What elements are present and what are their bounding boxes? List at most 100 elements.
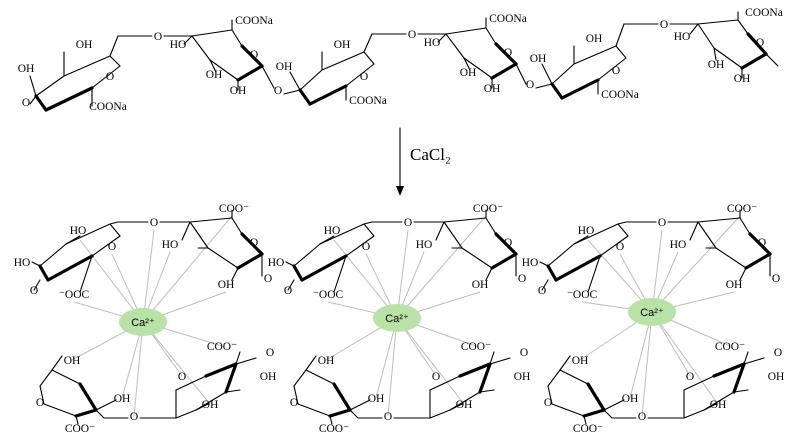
carboxylate-label: COO⁻ xyxy=(219,203,249,215)
ring-bond xyxy=(697,19,739,25)
ring-bond-front xyxy=(546,264,558,282)
glycosidic-oxygen: O xyxy=(658,217,666,229)
carboxylate-sodium-label: COONa xyxy=(745,7,783,19)
coordination-bond xyxy=(142,321,211,405)
ring-bond-front xyxy=(490,62,518,80)
ring-bond-front xyxy=(204,362,238,378)
carboxylate-label: ⁻OOC xyxy=(59,289,90,301)
ring-oxygen: O xyxy=(504,237,512,249)
reagent-label: CaCl₂ xyxy=(410,145,451,164)
hydroxyl-label: OH xyxy=(64,355,81,367)
glycosidic-oxygen: O xyxy=(772,273,780,285)
bond xyxy=(739,267,747,281)
bond xyxy=(109,221,119,225)
glycosidic-oxygen: O xyxy=(520,347,528,359)
carboxylate-label: COO⁻ xyxy=(573,423,603,435)
glycosidic-oxygen: O xyxy=(518,273,526,285)
ring-bond xyxy=(485,217,497,235)
ring-bond xyxy=(109,223,121,237)
carboxylate-sodium-label: COONa xyxy=(601,89,639,101)
ring-bond xyxy=(617,223,629,237)
ring-bond-front xyxy=(732,362,746,394)
ring-bond xyxy=(547,243,575,267)
carboxylate-sodium-label: COONa xyxy=(349,95,387,107)
ring-bond xyxy=(463,57,493,79)
ring-bond xyxy=(39,243,67,267)
ring-bond xyxy=(191,29,233,37)
ring-bond xyxy=(109,55,121,67)
ring-bond xyxy=(345,235,375,257)
bond xyxy=(689,221,699,241)
bond xyxy=(489,357,511,365)
bond xyxy=(363,221,373,225)
ring-oxygen: O xyxy=(178,371,186,383)
hydroxyl-label: OH xyxy=(622,393,639,405)
glycosidic-oxygen: O xyxy=(264,273,272,285)
bond xyxy=(463,57,471,71)
bond xyxy=(743,357,765,365)
ring-bond xyxy=(445,33,465,59)
ring-bond xyxy=(293,369,307,387)
hydroxyl-label: HO xyxy=(170,39,187,51)
ring-oxygen: O xyxy=(544,397,552,409)
bond xyxy=(587,255,601,293)
coordination-bond xyxy=(142,229,155,323)
hydroxyl-label: OH xyxy=(768,371,785,383)
bond xyxy=(289,71,301,91)
ring-bond xyxy=(547,385,553,405)
hydroxyl-label: OH xyxy=(114,393,131,405)
hydroxyl-label: OH xyxy=(734,73,751,85)
bond xyxy=(31,261,41,267)
ring-oxygen: O xyxy=(612,65,620,77)
ring-bond xyxy=(209,59,239,81)
glycosidic-oxygen: O xyxy=(660,19,668,31)
ring-oxygen: O xyxy=(686,371,694,383)
ring-bond-front xyxy=(554,254,602,282)
bond xyxy=(703,403,717,411)
bond xyxy=(209,59,217,73)
ring-bond xyxy=(573,223,619,245)
glycosidic-oxygen: O xyxy=(266,347,274,359)
bond xyxy=(689,23,699,35)
hydroxyl-label: OH xyxy=(18,63,35,75)
ring-bond-front xyxy=(582,408,606,418)
bond xyxy=(29,95,37,105)
carboxylate-sodium-label: COONa xyxy=(489,13,527,25)
hydroxyl-label: OH xyxy=(484,83,501,95)
ring-bond-front xyxy=(78,382,98,412)
ring-bond xyxy=(65,223,111,245)
bond xyxy=(285,261,295,267)
glycosidic-oxygen: O xyxy=(150,217,158,229)
ring-bond xyxy=(363,223,375,237)
bond xyxy=(95,399,117,411)
ring-bond xyxy=(683,409,705,419)
bond xyxy=(283,89,301,95)
ring-oxygen: O xyxy=(360,71,368,83)
hydroxyl-label: HO xyxy=(424,37,441,49)
oxygen-label: O xyxy=(30,285,38,297)
hydroxyl-label: HO xyxy=(578,225,595,237)
bond xyxy=(65,235,81,245)
ring-bond-front xyxy=(236,64,264,82)
bond xyxy=(349,399,371,411)
oxygen-label: O xyxy=(22,97,30,109)
bond xyxy=(79,255,93,293)
bond xyxy=(261,65,275,89)
glycosidic-oxygen: O xyxy=(774,347,782,359)
glycosidic-oxygen: O xyxy=(384,411,392,423)
glycosidic-oxygen: O xyxy=(638,411,646,423)
bond xyxy=(287,279,295,291)
ring-oxygen: O xyxy=(616,241,624,253)
hydroxyl-label: OH xyxy=(276,61,293,73)
reaction-arrow xyxy=(396,127,404,196)
ring-oxygen: O xyxy=(504,47,512,59)
bond xyxy=(195,403,209,411)
ring-bond xyxy=(35,75,65,97)
ring-bond-front xyxy=(746,32,768,56)
coordination-bond xyxy=(396,215,487,319)
carboxylate-label: COO⁻ xyxy=(65,423,95,435)
coordination-bond xyxy=(387,317,398,417)
hydroxyl-label: OH xyxy=(260,371,277,383)
bond xyxy=(181,221,191,241)
